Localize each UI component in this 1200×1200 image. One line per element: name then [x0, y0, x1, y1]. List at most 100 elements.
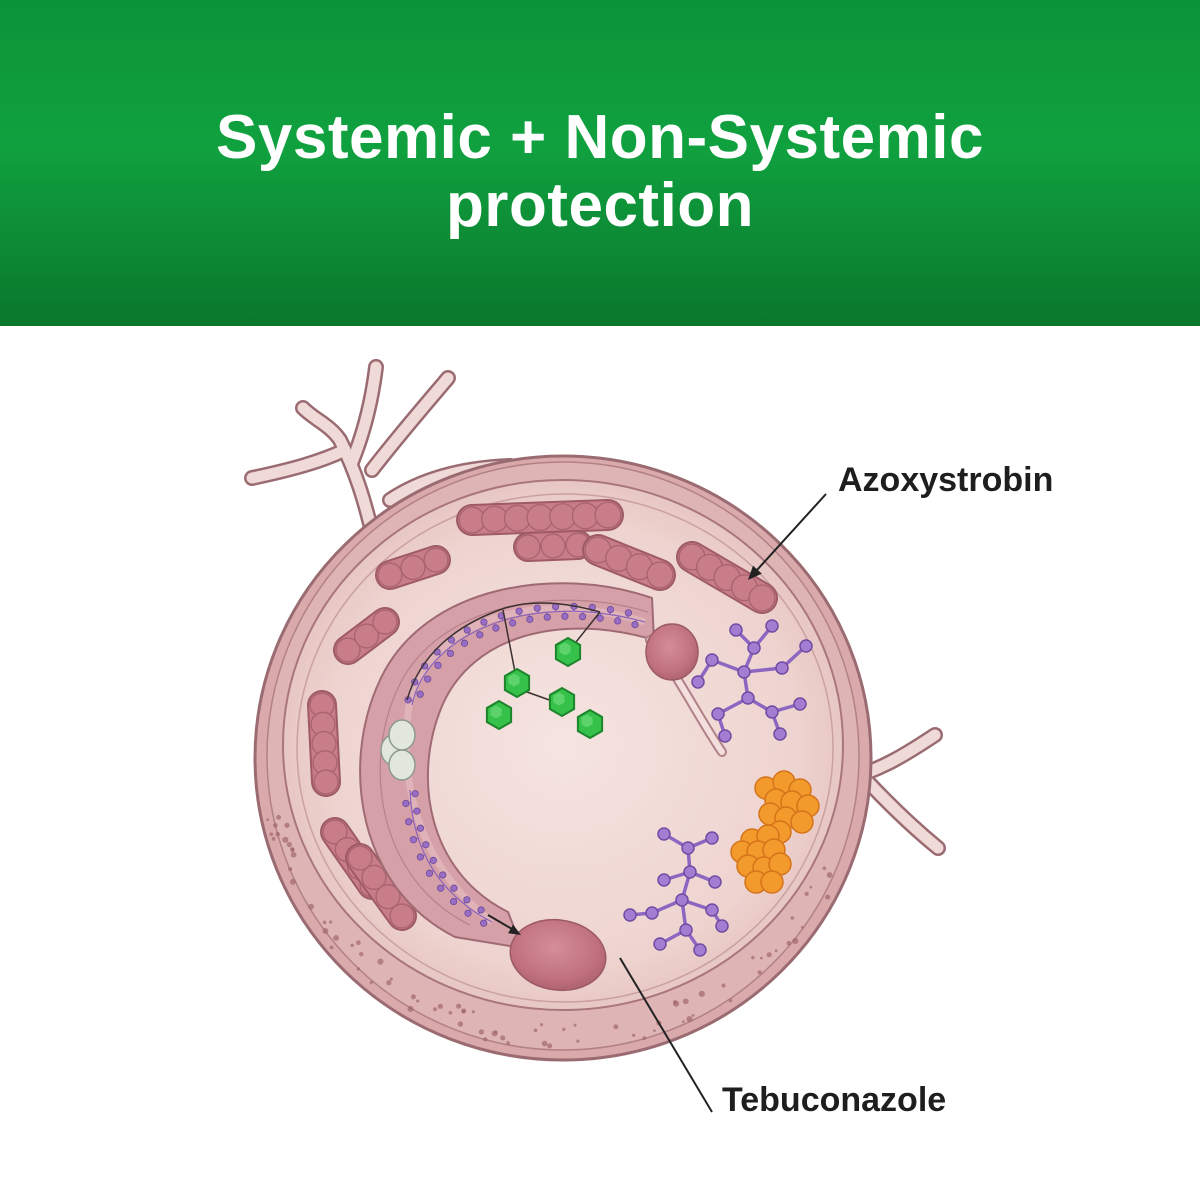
- membrane-speckle: [289, 879, 296, 885]
- molecule-atom: [773, 727, 787, 741]
- molecule-chain-unit: [439, 871, 447, 879]
- header-banner: Systemic + Non-Systemic protection: [0, 0, 1200, 326]
- mitochondrion-segment: [335, 637, 361, 663]
- membrane-speckle: [369, 980, 373, 985]
- membrane-speckle: [541, 1040, 548, 1047]
- purple-molecules: [623, 619, 813, 957]
- molecule-atom: [705, 903, 719, 917]
- molecule-atom: [711, 707, 725, 721]
- green-molecules: [485, 636, 604, 740]
- azoxystrobin-pointer: [748, 493, 827, 580]
- hexagon-highlight: [490, 705, 502, 719]
- membrane-speckle: [533, 1028, 538, 1033]
- molecule-chain-unit: [447, 636, 456, 644]
- membrane-speckle: [751, 955, 755, 960]
- membrane-speckle: [826, 872, 833, 878]
- membrane-speckles: [266, 814, 833, 1049]
- membrane-speckle: [273, 823, 278, 828]
- membrane-speckle: [642, 1036, 647, 1041]
- mitochondrion-segment: [322, 819, 348, 845]
- membrane-speckle: [407, 1005, 414, 1012]
- label-azoxystrobin: Azoxystrobin: [838, 461, 1054, 499]
- hexagon-highlight: [559, 642, 571, 656]
- orange-cluster: [730, 824, 792, 894]
- molecule-atom: [775, 661, 789, 675]
- mitochondrion-segment: [313, 769, 339, 795]
- molecule-atom: [737, 665, 751, 679]
- molecule-chain-unit: [480, 919, 488, 927]
- membrane-speckle: [328, 920, 333, 924]
- molecule-atom: [718, 729, 732, 743]
- molecule-atom: [741, 691, 755, 705]
- molecule-atom: [747, 641, 761, 655]
- mitochondrion-segment: [375, 884, 401, 910]
- mitochondrion: [345, 843, 417, 931]
- orange-particle: [760, 870, 784, 894]
- molecule-chain-unit: [463, 896, 471, 904]
- thread-line: [406, 602, 601, 701]
- orange-cluster: [754, 770, 820, 844]
- molecule-atom: [708, 875, 722, 889]
- molecule-chain-unit: [409, 836, 418, 844]
- membrane-speckle: [562, 1027, 566, 1032]
- mitochondrion-segment: [549, 503, 577, 531]
- mitochondrion: [676, 541, 778, 614]
- molecule-chain-backbone: [411, 610, 646, 706]
- membrane-speckle: [448, 1010, 453, 1015]
- mitochondrion-segment: [353, 623, 380, 649]
- mitochondrion: [307, 690, 341, 797]
- membrane-speckle: [271, 836, 276, 841]
- molecule-chain-unit: [614, 617, 622, 625]
- membrane-speckle: [478, 1029, 485, 1035]
- molecule-chain-unit: [422, 841, 430, 849]
- mitochondrion-segment: [594, 501, 622, 529]
- mitochondrion: [513, 530, 593, 562]
- molecule-chain-unit: [464, 909, 472, 917]
- azoxystrobin-arrowhead: [748, 565, 762, 580]
- mitochondrion-segment: [361, 864, 387, 890]
- molecule-atom: [679, 923, 693, 937]
- molecule-atom: [715, 919, 729, 933]
- molecule-chain-unit: [411, 790, 419, 798]
- membrane-speckle: [822, 866, 827, 871]
- membrane-speckle: [269, 832, 274, 837]
- membrane-speckle: [809, 885, 813, 889]
- membrane-speckle: [266, 818, 270, 822]
- label-tebuconazole: Tebuconazole: [722, 1081, 947, 1119]
- molecule-chains: [402, 602, 646, 927]
- vesicle-bottom: [509, 918, 607, 992]
- membrane-speckle: [760, 956, 763, 960]
- molecule-chain-unit: [477, 906, 485, 914]
- tendril-fill: [246, 444, 351, 484]
- mitochondrion-segment: [515, 534, 541, 560]
- mitochondrion-segment: [458, 506, 486, 534]
- membrane-speckle: [286, 841, 293, 848]
- internal-arrowhead: [508, 924, 521, 935]
- green-hexagon-molecule: [485, 699, 513, 731]
- membrane-speckle: [322, 920, 327, 925]
- molecule-chain-unit: [480, 618, 488, 626]
- molecule-chain-unit: [533, 604, 541, 612]
- green-hexagon-molecule: [576, 708, 604, 740]
- thread-connector: [575, 611, 601, 643]
- molecule-chain-unit: [543, 613, 551, 621]
- molecule-atom: [623, 908, 637, 922]
- membrane-speckle: [573, 1023, 577, 1027]
- membrane-speckle: [416, 999, 420, 1003]
- hexagon-highlight: [508, 673, 520, 687]
- ribosome-cluster: [380, 719, 416, 781]
- membrane-speckle: [494, 1030, 498, 1034]
- molecule-atom: [653, 937, 667, 951]
- membrane-speckle: [350, 943, 354, 948]
- membrane-speckle: [389, 977, 393, 981]
- molecule-atom: [691, 675, 705, 689]
- membrane-speckle: [410, 994, 416, 1000]
- membrane-speckle: [757, 970, 762, 975]
- molecule-chain-unit: [631, 620, 639, 629]
- ribosome: [388, 749, 416, 781]
- membrane-speckle: [825, 894, 831, 900]
- tendril-fill: [297, 402, 381, 551]
- molecule-atom: [799, 639, 813, 653]
- molecule-atom: [705, 831, 719, 845]
- thread-connector: [502, 609, 516, 673]
